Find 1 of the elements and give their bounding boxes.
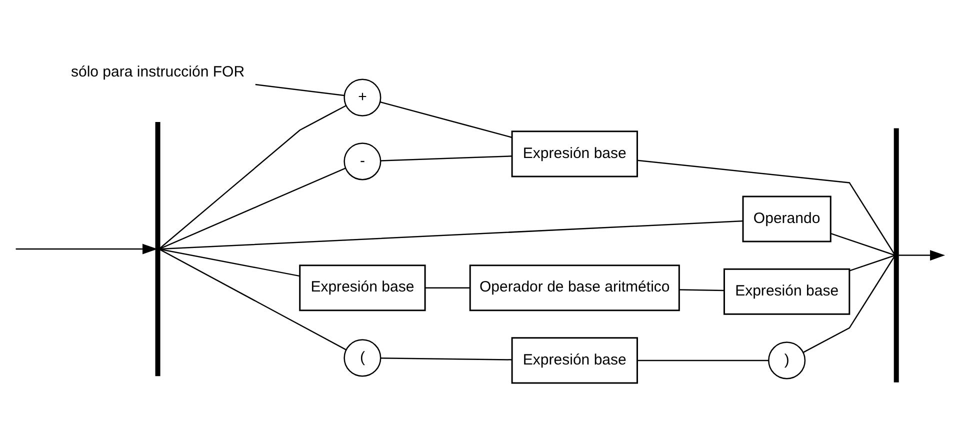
- node-text: sólo para instrucción FOR: [70, 63, 244, 80]
